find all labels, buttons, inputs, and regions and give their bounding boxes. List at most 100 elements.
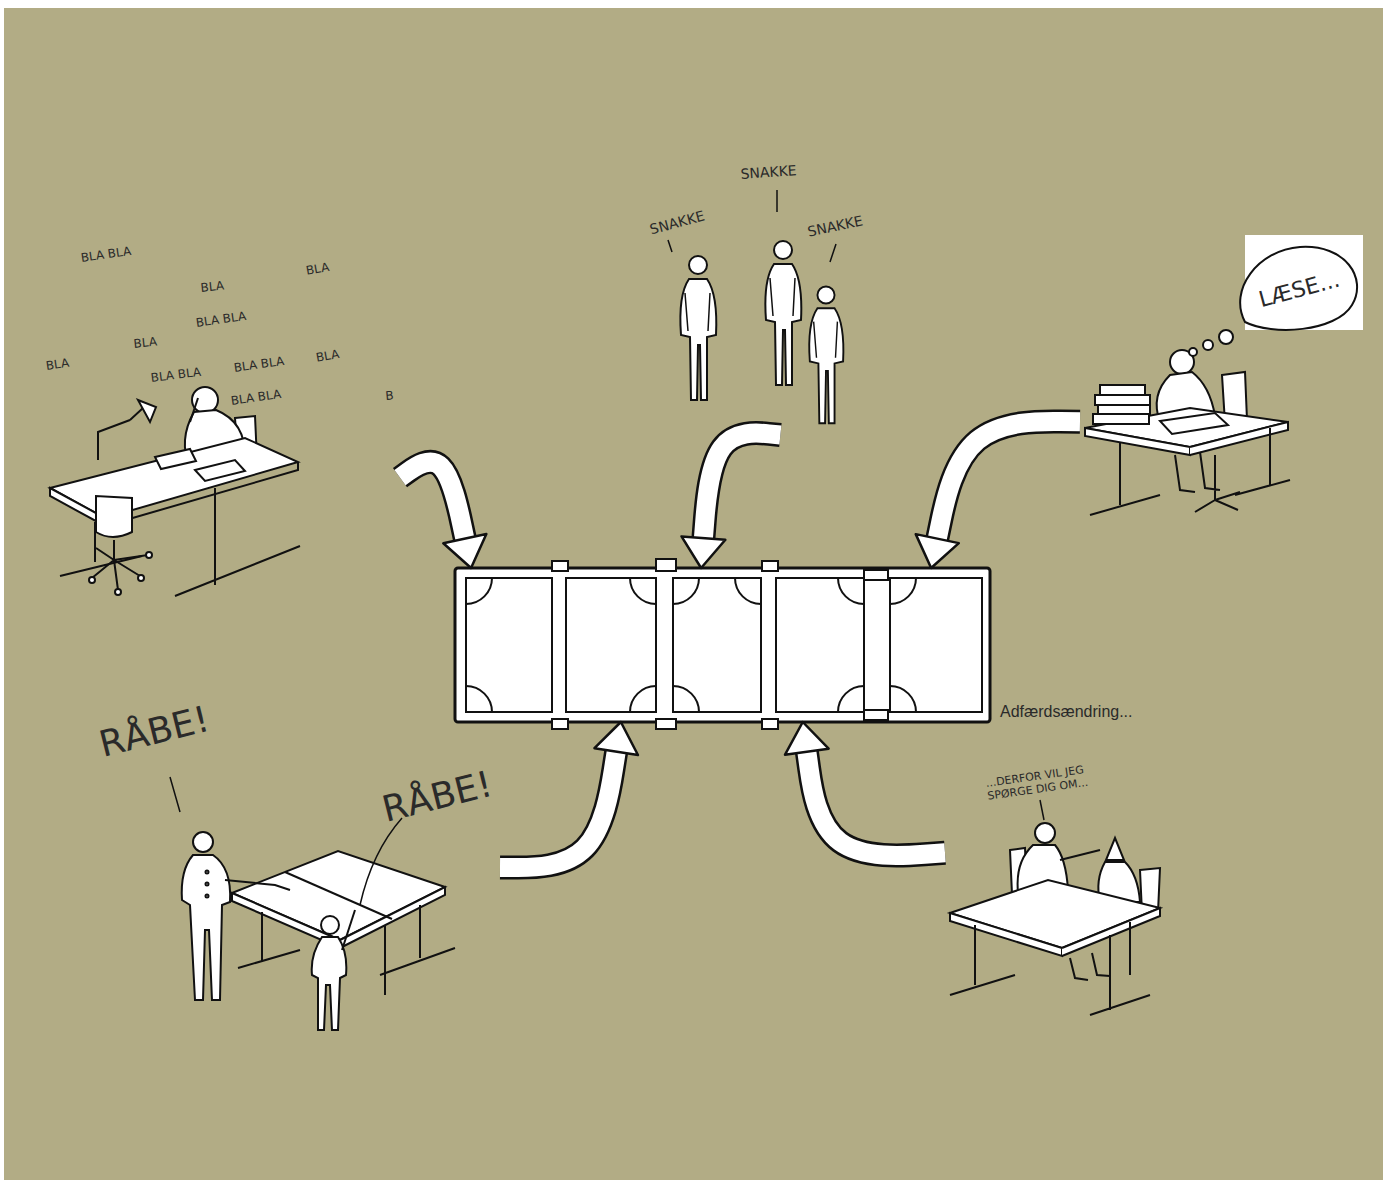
desk-legs <box>238 905 455 995</box>
curved-arrow <box>785 722 945 856</box>
button <box>206 871 209 874</box>
curved-arrow <box>500 722 638 868</box>
table-panel <box>776 578 864 712</box>
speech-word: BLA BLA <box>233 355 285 376</box>
speech-word: SNAKKE <box>648 207 706 237</box>
person-arm <box>190 398 198 422</box>
speech-word: BLA BLA <box>150 366 202 386</box>
person-arm <box>1060 850 1100 860</box>
table-cluster: Adfærdsændring... <box>455 568 990 722</box>
desk-legs <box>60 488 300 596</box>
meeting-sketch: ...DERFOR VIL JEG SPØRGE DIG OM... <box>945 760 1195 1025</box>
table-joint <box>864 570 888 580</box>
arrow-head <box>916 534 959 568</box>
chair-wheel <box>115 589 121 595</box>
chair <box>96 496 132 537</box>
chair-base <box>92 540 148 590</box>
table-panel <box>466 578 552 712</box>
person-head <box>193 832 213 852</box>
arrow-head <box>443 534 486 568</box>
leader-line <box>1040 800 1044 820</box>
speech-word: B <box>385 389 394 403</box>
background <box>4 8 1383 1180</box>
thought-dot <box>1203 340 1213 350</box>
button <box>206 895 209 898</box>
desk-split <box>285 872 392 919</box>
arrow-body <box>807 750 945 856</box>
table-plan <box>455 559 990 729</box>
person-arm <box>342 910 355 950</box>
table-joint <box>656 719 676 729</box>
arrow-body <box>500 750 617 868</box>
curved-arrow <box>681 433 780 568</box>
thought-bubble <box>1240 247 1357 330</box>
speech-word: SNAKKE <box>740 162 797 182</box>
thought-dot <box>1219 330 1233 344</box>
standing-person <box>809 286 843 423</box>
speech-word: BLA <box>305 261 330 279</box>
table-joint <box>552 719 568 729</box>
speech-word: BLA <box>200 280 225 296</box>
arrow-outline <box>937 421 1080 540</box>
curved-arrow <box>400 462 486 568</box>
arrow-outline <box>400 462 465 541</box>
speech-word: BLA BLA <box>230 388 282 409</box>
reading-desk-sketch <box>1085 235 1363 515</box>
standing-person <box>680 256 716 400</box>
arrow-outline <box>703 433 780 540</box>
reading-sketch: LÆSE... <box>1080 230 1365 525</box>
arrow-body <box>400 462 465 541</box>
speech-line: ...DERFOR VIL JEG SPØRGE DIG OM... <box>985 759 1122 803</box>
person-head <box>192 387 218 413</box>
shout-word: RÅBE! <box>378 763 496 830</box>
book <box>1093 414 1149 424</box>
thought-word: LÆSE... <box>1256 267 1342 313</box>
table-joint <box>762 719 778 729</box>
table-joint <box>656 559 676 571</box>
desk-top <box>950 880 1160 948</box>
chair-swing-arcs <box>466 578 916 712</box>
shouting-sketch: RÅBE! RÅBE! <box>90 700 500 1035</box>
person-head <box>321 916 339 934</box>
standing-person <box>765 241 801 385</box>
table-joint <box>864 710 888 720</box>
arrow-head <box>681 536 725 568</box>
person-body <box>312 937 347 1030</box>
arrow-body <box>937 421 1080 540</box>
desk-edge <box>340 887 445 948</box>
arrow-head <box>594 722 637 755</box>
paper <box>1160 413 1228 434</box>
speech-word: BLA <box>315 348 340 366</box>
paper <box>195 460 245 481</box>
arrow-outline <box>807 750 945 856</box>
desk-legs <box>950 922 1150 1015</box>
button <box>206 883 209 886</box>
curved-arrow <box>916 421 1080 568</box>
table-panel <box>890 578 982 712</box>
paper <box>155 449 196 469</box>
arrow-body <box>703 433 780 540</box>
desk-legs <box>1090 428 1290 515</box>
behaviour-note: Adfærdsændring... <box>1000 703 1133 721</box>
table-joint <box>552 561 568 571</box>
speech-word: BLA BLA <box>80 245 132 266</box>
table-joint <box>762 561 778 571</box>
chair-wheel <box>138 575 144 581</box>
book <box>1098 405 1150 414</box>
arrow-head <box>785 722 829 755</box>
lamp-shade <box>138 400 156 422</box>
lamp-arm <box>98 408 143 460</box>
arrow-outline <box>500 750 617 868</box>
person-head <box>1035 823 1055 843</box>
shout-word: RÅBE! <box>95 698 213 765</box>
book <box>1095 395 1150 405</box>
desk-edge <box>950 913 1062 956</box>
desk-top <box>232 851 445 940</box>
person-arm <box>225 880 290 890</box>
book <box>1100 385 1145 395</box>
table-outline <box>455 568 990 722</box>
speech-word: BLA BLA <box>195 310 247 331</box>
speech-word: BLA <box>133 336 158 352</box>
